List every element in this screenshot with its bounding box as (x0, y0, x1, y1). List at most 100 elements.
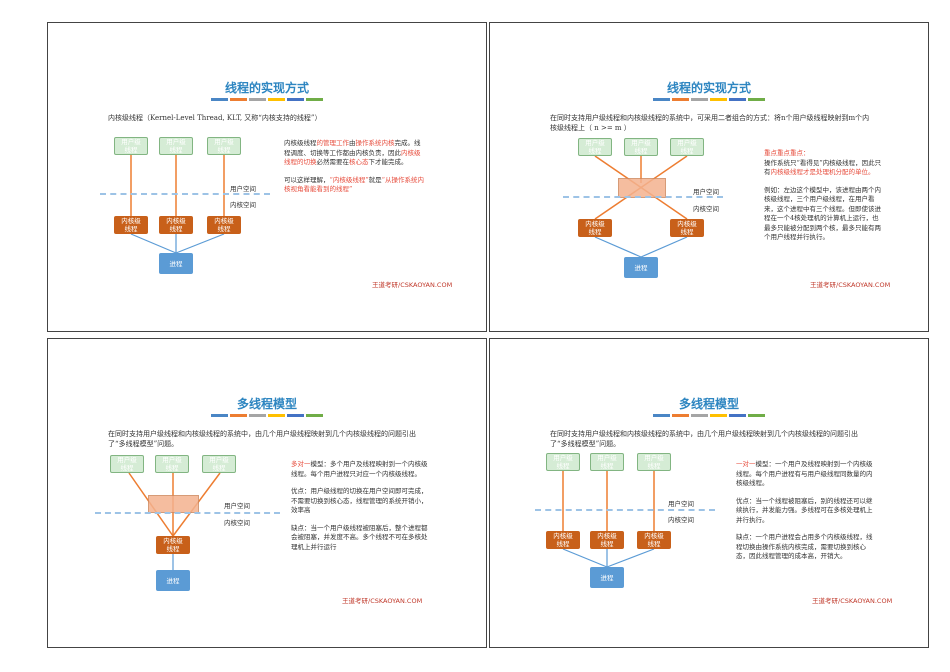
title-color-bar (211, 98, 228, 101)
text-fragment: 完成。线程调度、切换等工作都由内核负责，因此 (284, 139, 421, 157)
highlight-text: “从操作系统内核视角看能看到的线程” (284, 175, 424, 194)
slide-title: 线程的实现方式 (666, 81, 751, 95)
text-fragment: 模型：多个用户及线程映射到一个内核级线程。每个用户进程只对应一个内核级线程。 (291, 460, 428, 478)
user-thread-box: 用户级 线程 (114, 137, 148, 155)
title-color-bar (710, 414, 727, 417)
user-thread-box: 用户级 线程 (155, 455, 189, 473)
mapping-block (618, 178, 666, 198)
user-thread-box: 用户级 线程 (202, 455, 236, 473)
emphasis-label: 重点重点重点： (764, 149, 810, 157)
text-fragment: 下才能完成。 (368, 158, 408, 166)
space-divider (563, 196, 723, 198)
title-color-bar (691, 414, 708, 417)
title-color-bar (287, 414, 304, 417)
kernel-thread-box: 内核级 线程 (590, 531, 624, 549)
title-color-bar (729, 414, 746, 417)
model-name: 一对一 (736, 460, 756, 468)
title-color-bar (748, 414, 765, 417)
highlight-text: 内核级线程才是处理机分配的单位。 (770, 168, 875, 176)
kernel-space-label: 内核空间 (668, 516, 694, 524)
highlight-text: “内核级线程” (329, 175, 369, 184)
text-fragment: 就是 (368, 175, 382, 184)
space-divider (95, 512, 280, 514)
title-color-bar (230, 98, 247, 101)
text-fragment: 必然需要在 (316, 158, 350, 166)
pros-paragraph: 优点：用户级线程的切换在用户空间即可完成，不需要切换到核心态，线程管理的系统开销… (291, 487, 428, 514)
watermark: 王道考研/CSKAOYAN.COM (342, 597, 423, 605)
text-fragment: 可以这样理解， (284, 175, 330, 184)
diagram-lines (594, 155, 688, 258)
mapping-block (148, 495, 199, 513)
highlight-text: 内核级线程的切换 (284, 148, 421, 167)
kernel-thread-box: 内核级 线程 (578, 219, 612, 237)
pros-paragraph: 优点：当一个线程被阻塞后，别的线程还可以继续执行，并发能力强。多线程可在多核处理… (736, 496, 873, 524)
user-space-label: 用户空间 (668, 500, 694, 508)
slide-one-to-one: 多线程模型 在同时支持用户级线程和内核级线程的系统中，由几个用户级线程映射到几个… (489, 338, 929, 648)
user-space-label: 用户空间 (693, 188, 719, 196)
process-box: 进程 (624, 257, 658, 278)
kernel-thread-box: 内核级 线程 (546, 531, 580, 549)
title-color-bar (268, 98, 285, 101)
kernel-space-label: 内核空间 (224, 519, 250, 527)
title-color-bars (211, 414, 323, 417)
title-color-bar (653, 414, 670, 417)
user-thread-box: 用户级 线程 (546, 453, 580, 471)
explanation-text: 内核级线程的管理工作由操作系统内核完成。线程调度、切换等工作都由内核负责，因此内… (284, 139, 424, 203)
space-divider (100, 193, 270, 195)
explanation-text: 多对一模型：多个用户及线程映射到一个内核级线程。每个用户进程只对应一个内核级线程… (291, 460, 431, 560)
highlight-text: 核心态 (349, 158, 369, 166)
title-color-bar (249, 414, 266, 417)
title-color-bar (729, 98, 746, 101)
slide-intro: 在同时支持用户级线程和内核级线程的系统中，可采用二者组合的方式：将n个用户级线程… (550, 114, 870, 132)
user-space-label: 用户空间 (230, 185, 256, 193)
text-fragment: 模型：一个用户及线程映射到一个内核级线程。每个用户进程有与用户级线程同数量的内核… (736, 460, 873, 487)
slide-combined: 线程的实现方式 在同时支持用户级线程和内核级线程的系统中，可采用二者组合的方式：… (489, 22, 929, 332)
slide-intro: 内核级线程（Kernel-Level Thread, KLT, 又称“内核支持的… (108, 114, 322, 122)
title-color-bar (306, 98, 323, 101)
slide-title: 多线程模型 (678, 397, 739, 411)
explanation-text: 重点重点重点：操作系统只“看得见”内核级线程，因此只有内核级线程才是处理机分配的… (764, 149, 882, 251)
text-fragment: 操作系统只“看得见”内核级线程，因此只有 (764, 158, 882, 177)
user-thread-box: 用户级 线程 (637, 453, 671, 471)
title-color-bar (653, 98, 670, 101)
slide-title: 线程的实现方式 (224, 81, 309, 95)
title-color-bar (672, 98, 689, 101)
slide-klt: 线程的实现方式 内核级线程（Kernel-Level Thread, KLT, … (47, 22, 487, 332)
diagram-lines (130, 155, 225, 254)
kernel-thread-box: 内核级 线程 (156, 536, 190, 554)
kernel-space-label: 内核空间 (693, 205, 719, 213)
cons-paragraph: 缺点：一个用户进程会占用多个内核级线程，线程切换由操作系统内核完成，需要切换到核… (736, 533, 873, 560)
kernel-thread-box: 内核级 线程 (159, 216, 193, 234)
text-fragment: 由 (349, 139, 356, 147)
title-color-bar (710, 98, 727, 101)
watermark: 王道考研/CSKAOYAN.COM (812, 597, 893, 605)
process-box: 进程 (156, 570, 190, 591)
slide-intro: 在同时支持用户级线程和内核级线程的系统中，由几个用户级线程映射到几个内核级线程的… (550, 430, 858, 448)
title-color-bar (268, 414, 285, 417)
slide-many-to-one: 多线程模型 在同时支持用户级线程和内核级线程的系统中，由几个用户级线程映射到几个… (47, 338, 487, 648)
process-box: 进程 (159, 253, 193, 274)
user-space-label: 用户空间 (224, 502, 250, 510)
title-color-bar (211, 414, 228, 417)
title-color-bar (691, 98, 708, 101)
kernel-thread-box: 内核级 线程 (114, 216, 148, 234)
klt-term: 内核级线程 (284, 139, 317, 147)
user-thread-box: 用户级 线程 (624, 138, 658, 156)
kernel-thread-box: 内核级 线程 (207, 216, 241, 234)
slide-title: 多线程模型 (236, 397, 297, 411)
slide-intro: 在同时支持用户级线程和内核级线程的系统中，由几个用户级线程映射到几个内核级线程的… (108, 430, 416, 448)
explanation-text: 一对一模型：一个用户及线程映射到一个内核级线程。每个用户进程有与用户级线程同数量… (736, 460, 878, 570)
kernel-thread-box: 内核级 线程 (637, 531, 671, 549)
cons-paragraph: 缺点：当一个用户级线程被阻塞后，整个进程都会被阻塞，并发度不高。多个线程不可在多… (291, 523, 428, 551)
user-thread-box: 用户级 线程 (590, 453, 624, 471)
title-color-bar (287, 98, 304, 101)
title-color-bar (672, 414, 689, 417)
user-thread-box: 用户级 线程 (159, 137, 193, 155)
space-divider (535, 509, 715, 511)
title-color-bar (748, 98, 765, 101)
title-color-bar (230, 414, 247, 417)
diagram-lines (562, 471, 655, 568)
user-thread-box: 用户级 线程 (670, 138, 704, 156)
highlight-text: 操作系统内核 (355, 139, 395, 147)
title-color-bars (653, 414, 765, 417)
